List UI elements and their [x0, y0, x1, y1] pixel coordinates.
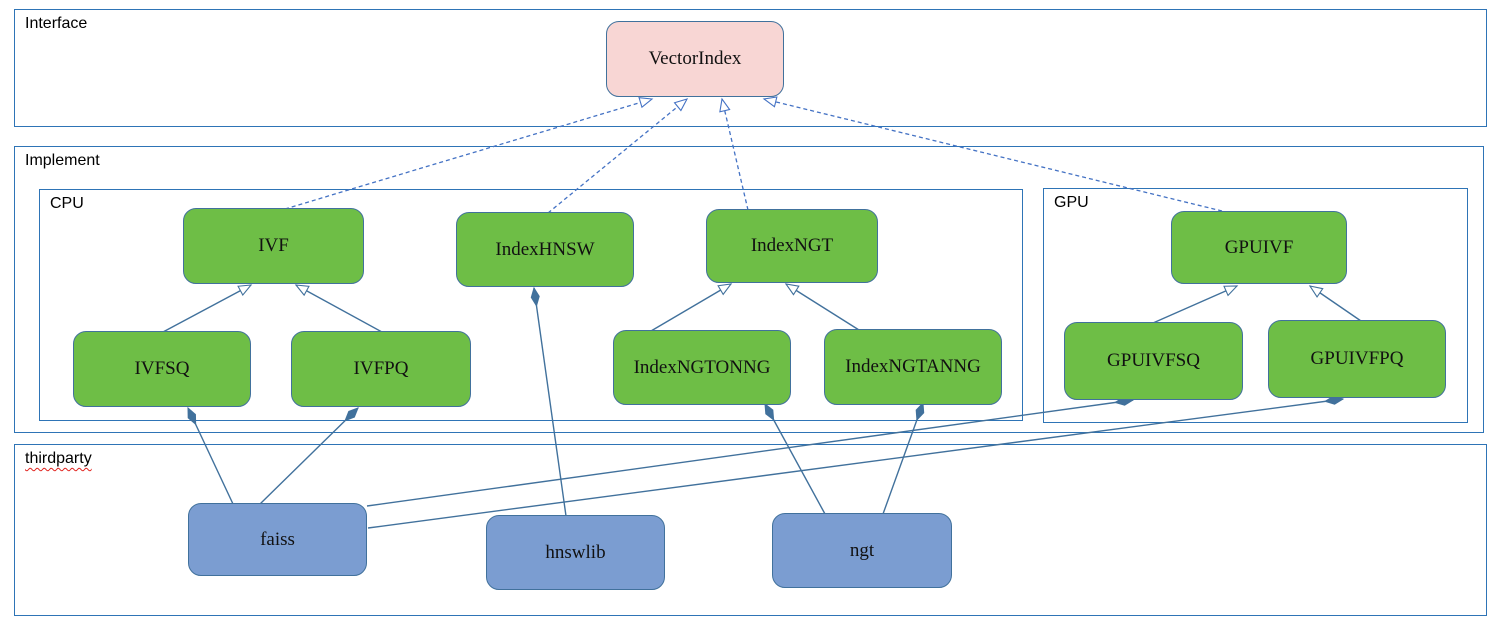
section-label-gpu: GPU	[1054, 194, 1089, 211]
node-ivfpq: IVFPQ	[291, 331, 471, 407]
node-label-hnswlib: hnswlib	[545, 541, 606, 563]
node-label-faiss: faiss	[260, 528, 295, 550]
node-label-gpuivfsq: GPUIVFSQ	[1107, 350, 1200, 371]
node-label-indexngt: IndexNGT	[750, 235, 834, 256]
section-interface: Interface	[14, 9, 1487, 127]
node-label-ivf: IVF	[258, 235, 289, 256]
node-ivf: IVF	[183, 208, 364, 284]
node-label-gpuivfpq: GPUIVFPQ	[1310, 348, 1404, 369]
node-label-ngt: ngt	[849, 539, 875, 561]
node-label-gpuivf: GPUIVF	[1224, 236, 1294, 258]
node-ivfsq: IVFSQ	[73, 331, 251, 407]
node-label-indexngtanng: IndexNGTANNG	[845, 356, 981, 377]
node-gpuivfpq: GPUIVFPQ	[1268, 320, 1446, 398]
section-label-implement: Implement	[25, 152, 100, 169]
node-label-indexhnsw: IndexHNSW	[495, 238, 595, 260]
node-label-ivfsq: IVFSQ	[134, 358, 190, 379]
node-vectorindex: VectorIndex	[606, 21, 784, 97]
node-indexhnsw: IndexHNSW	[456, 212, 634, 287]
section-label-thirdparty: thirdparty	[25, 450, 92, 467]
node-faiss: faiss	[188, 503, 367, 576]
node-indexngt: IndexNGT	[706, 209, 878, 283]
node-gpuivf: GPUIVF	[1171, 211, 1347, 284]
node-label-ivfpq: IVFPQ	[353, 358, 409, 379]
node-label-vectorindex: VectorIndex	[648, 48, 742, 69]
section-label-cpu: CPU	[50, 195, 84, 212]
node-indexngtanng: IndexNGTANNG	[824, 329, 1002, 405]
node-hnswlib: hnswlib	[486, 515, 665, 590]
node-indexngtonng: IndexNGTONNG	[613, 330, 791, 405]
node-ngt: ngt	[772, 513, 952, 588]
node-label-indexngtonng: IndexNGTONNG	[633, 356, 771, 378]
node-gpuivfsq: GPUIVFSQ	[1064, 322, 1243, 400]
section-label-interface: Interface	[25, 15, 88, 32]
